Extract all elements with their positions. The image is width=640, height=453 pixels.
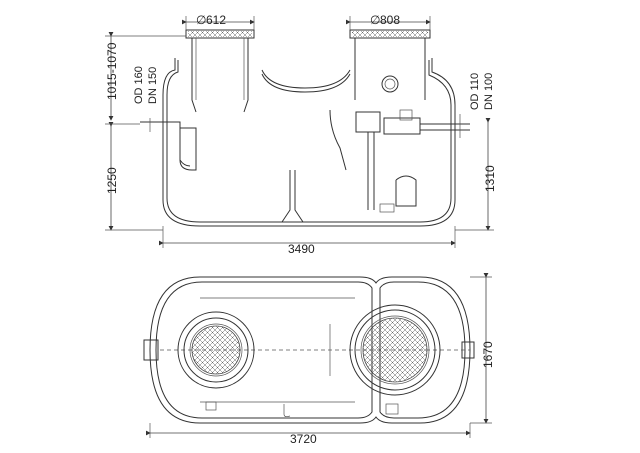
height-right-label: 1310 [483, 165, 497, 192]
side-length-label: 3490 [288, 242, 315, 256]
height-top-label: 1015-1070 [105, 42, 119, 100]
inlet-od-label: OD 160 [133, 66, 145, 104]
cover-small-diameter-symbol: ∅ [196, 13, 206, 27]
top-view [143, 276, 475, 424]
cover-small-label: 612 [206, 13, 226, 27]
outlet-od-label: OD 110 [469, 73, 481, 110]
side-dimensions: ∅ 612 ∅ 808 3490 1015-1070 1250 OD 160 D… [105, 13, 497, 256]
cover-large-label: 808 [380, 13, 400, 27]
top-length-label: 3720 [290, 432, 317, 446]
side-view [140, 29, 470, 227]
outlet-dn-label: DN 100 [483, 73, 495, 110]
height-lower-label: 1250 [105, 167, 119, 194]
inlet-dn-label: DN 150 [147, 67, 159, 104]
width-top-label: 1670 [481, 341, 495, 368]
cover-large-diameter-symbol: ∅ [370, 13, 380, 27]
top-dimensions: 3720 1670 [146, 273, 495, 446]
